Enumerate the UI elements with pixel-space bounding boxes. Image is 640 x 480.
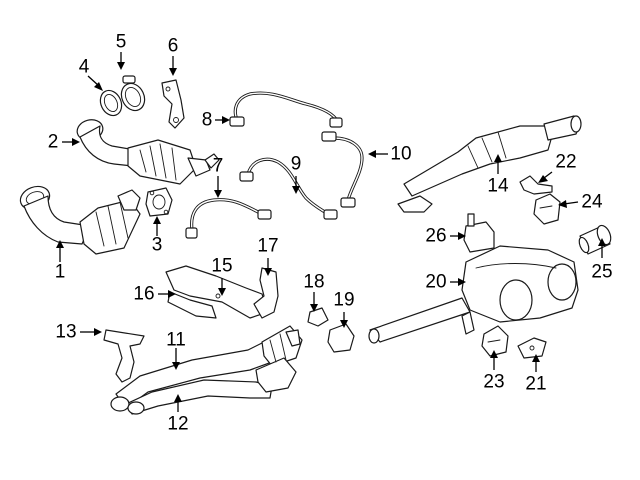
callout-10: 10 bbox=[390, 144, 411, 165]
callout-13: 13 bbox=[55, 322, 76, 343]
callout-17: 17 bbox=[257, 236, 278, 257]
callout-26: 26 bbox=[425, 226, 446, 247]
part-oxygen-sensor-left bbox=[185, 198, 272, 239]
part-center-resonator bbox=[397, 115, 582, 213]
part-catalytic-converter-front bbox=[76, 119, 220, 185]
callout-18: 18 bbox=[303, 272, 324, 293]
callout-leaders bbox=[56, 52, 606, 412]
part-bracket-lower bbox=[517, 337, 547, 359]
part-pipe-bracket bbox=[103, 329, 145, 383]
part-rubber-mount-upper bbox=[533, 193, 561, 225]
part-support-bracket bbox=[253, 267, 279, 319]
callout-12: 12 bbox=[167, 414, 188, 435]
callout-20: 20 bbox=[425, 272, 446, 293]
callout-9: 9 bbox=[291, 154, 302, 175]
part-hanger-upper bbox=[519, 175, 553, 195]
callout-16: 16 bbox=[133, 284, 154, 305]
part-hanger-block bbox=[463, 213, 495, 253]
part-rubber-mount-lower bbox=[481, 325, 509, 357]
part-clamp bbox=[120, 75, 146, 112]
part-tailpipe-tip bbox=[578, 224, 612, 255]
part-intermediate-pipe bbox=[110, 325, 303, 415]
callout-3: 3 bbox=[152, 235, 163, 256]
part-flange-gasket bbox=[145, 187, 173, 217]
callout-labels: 1 2 3 4 5 6 7 8 9 10 11 12 13 14 15 16 1… bbox=[48, 32, 613, 435]
callout-2: 2 bbox=[48, 132, 59, 153]
callout-22: 22 bbox=[555, 152, 576, 173]
callout-5: 5 bbox=[116, 32, 127, 53]
part-rear-muffler bbox=[368, 245, 579, 344]
callout-21: 21 bbox=[525, 374, 546, 395]
callout-14: 14 bbox=[487, 176, 509, 197]
callout-23: 23 bbox=[483, 372, 504, 393]
callout-8: 8 bbox=[202, 110, 213, 131]
callout-25: 25 bbox=[591, 262, 612, 283]
callout-7: 7 bbox=[213, 156, 224, 177]
callout-6: 6 bbox=[168, 36, 179, 57]
part-bracket-upper bbox=[161, 79, 185, 129]
callout-11: 11 bbox=[166, 330, 186, 351]
part-oxygen-sensor-right bbox=[321, 131, 364, 208]
part-oxygen-sensor-middle bbox=[239, 157, 338, 220]
part-catalytic-converter-rear bbox=[19, 185, 141, 255]
callout-1: 1 bbox=[55, 262, 66, 283]
part-hanger-clip bbox=[307, 307, 329, 327]
callout-4: 4 bbox=[79, 57, 90, 78]
callout-19: 19 bbox=[333, 290, 354, 311]
callout-15: 15 bbox=[211, 256, 232, 277]
callout-24: 24 bbox=[581, 192, 603, 213]
part-gasket-ring bbox=[99, 89, 123, 117]
part-oxygen-sensor-upper bbox=[229, 91, 343, 128]
part-rubber-mount-middle bbox=[327, 323, 355, 353]
